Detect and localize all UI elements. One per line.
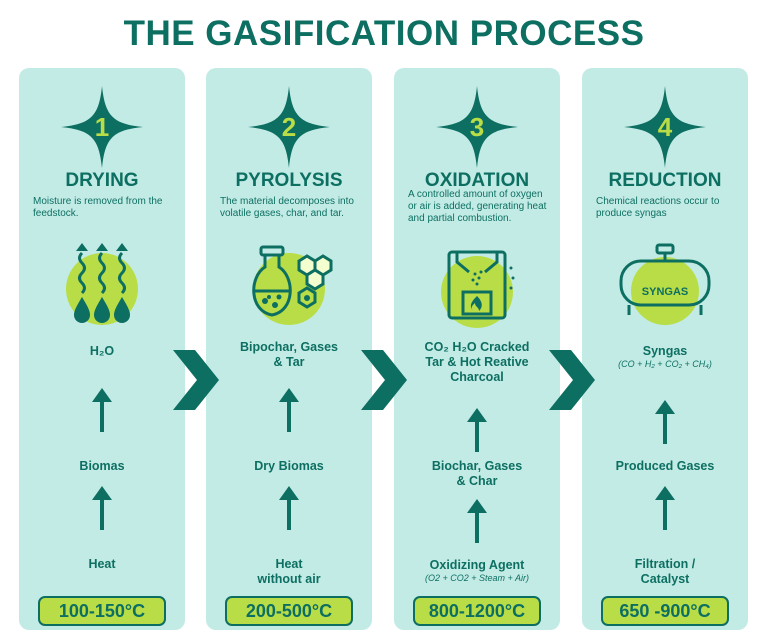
step-input-label: Heat <box>88 557 116 571</box>
step-panel-oxidation: 3 OXIDATION A controlled amount of oxyge… <box>394 68 560 630</box>
step-panel-drying: 1 DRYING Moisture is removed from the fe… <box>19 68 185 630</box>
step-panel-reduction: 4 REDUCTION Chemical reactions occur to … <box>582 68 748 630</box>
step-output-label: H₂O <box>89 344 115 358</box>
step-number: 4 <box>657 112 673 142</box>
step-middle-label: Biochar, Gases & Char <box>431 459 523 488</box>
step-description: The material decomposes into volatile ga… <box>220 196 354 219</box>
step-description: Moisture is removed from the feedstock. <box>33 196 163 219</box>
temperature-badge: 100-150°C <box>38 596 166 626</box>
step-input-label: Heat without air <box>257 557 321 586</box>
steam-droplets-icon <box>66 243 138 325</box>
step-heading: OXIDATION <box>424 170 530 191</box>
step-number: 1 <box>94 112 110 142</box>
page-title: THE GASIFICATION PROCESS <box>123 14 645 53</box>
step-middle-label: Dry Biomas <box>254 459 324 473</box>
step-number: 2 <box>281 112 297 142</box>
step-heading: REDUCTION <box>608 170 722 191</box>
temperature-badge: 800-1200°C <box>413 596 541 626</box>
up-arrow-icon <box>655 400 675 444</box>
up-arrow-icon <box>467 499 487 543</box>
star-icon <box>248 86 330 168</box>
step-middle-label: Produced Gases <box>615 459 715 473</box>
up-arrow-icon <box>92 388 112 432</box>
step-middle-label: Biomas <box>79 459 125 473</box>
step-input-label: Oxidizing Agent <box>429 558 525 572</box>
up-arrow-icon <box>655 486 675 530</box>
flask-molecule-icon <box>252 245 333 325</box>
temperature-badge: 200-500°C <box>225 596 353 626</box>
gas-tank-icon <box>619 243 711 325</box>
tank-label: SYNGAS <box>641 286 689 298</box>
step-input-label: Filtration / Catalyst <box>634 557 696 586</box>
star-icon <box>436 86 518 168</box>
step-output-sublabel: (CO + H₂ + CO₂ + CH₄) <box>618 359 712 369</box>
up-arrow-icon <box>467 408 487 452</box>
star-icon <box>624 86 706 168</box>
chevron-right-icon <box>173 350 219 410</box>
step-input-sublabel: (O2 + CO2 + Steam + Air) <box>425 573 529 583</box>
step-heading: PYROLYSIS <box>235 170 343 191</box>
step-description: Chemical reactions occur to produce syng… <box>596 196 720 219</box>
step-output-label: Syngas <box>642 344 688 358</box>
up-arrow-icon <box>92 486 112 530</box>
up-arrow-icon <box>279 486 299 530</box>
step-output-label: CO₂ H₂O Cracked Tar & Hot Reative Charco… <box>424 340 530 384</box>
up-arrow-icon <box>279 388 299 432</box>
chevron-right-icon <box>361 350 407 410</box>
temperature-badge: 650 -900°C <box>601 596 729 626</box>
furnace-flame-icon <box>441 250 515 328</box>
step-output-label: Bipochar, Gases & Tar <box>240 340 338 369</box>
step-heading: DRYING <box>65 170 139 191</box>
step-panel-pyrolysis: 2 PYROLYSIS The material decomposes into… <box>206 68 372 630</box>
chevron-right-icon <box>549 350 595 410</box>
step-number: 3 <box>469 112 485 142</box>
star-icon <box>61 86 143 168</box>
step-description: A controlled amount of oxygen or air is … <box>408 189 547 224</box>
